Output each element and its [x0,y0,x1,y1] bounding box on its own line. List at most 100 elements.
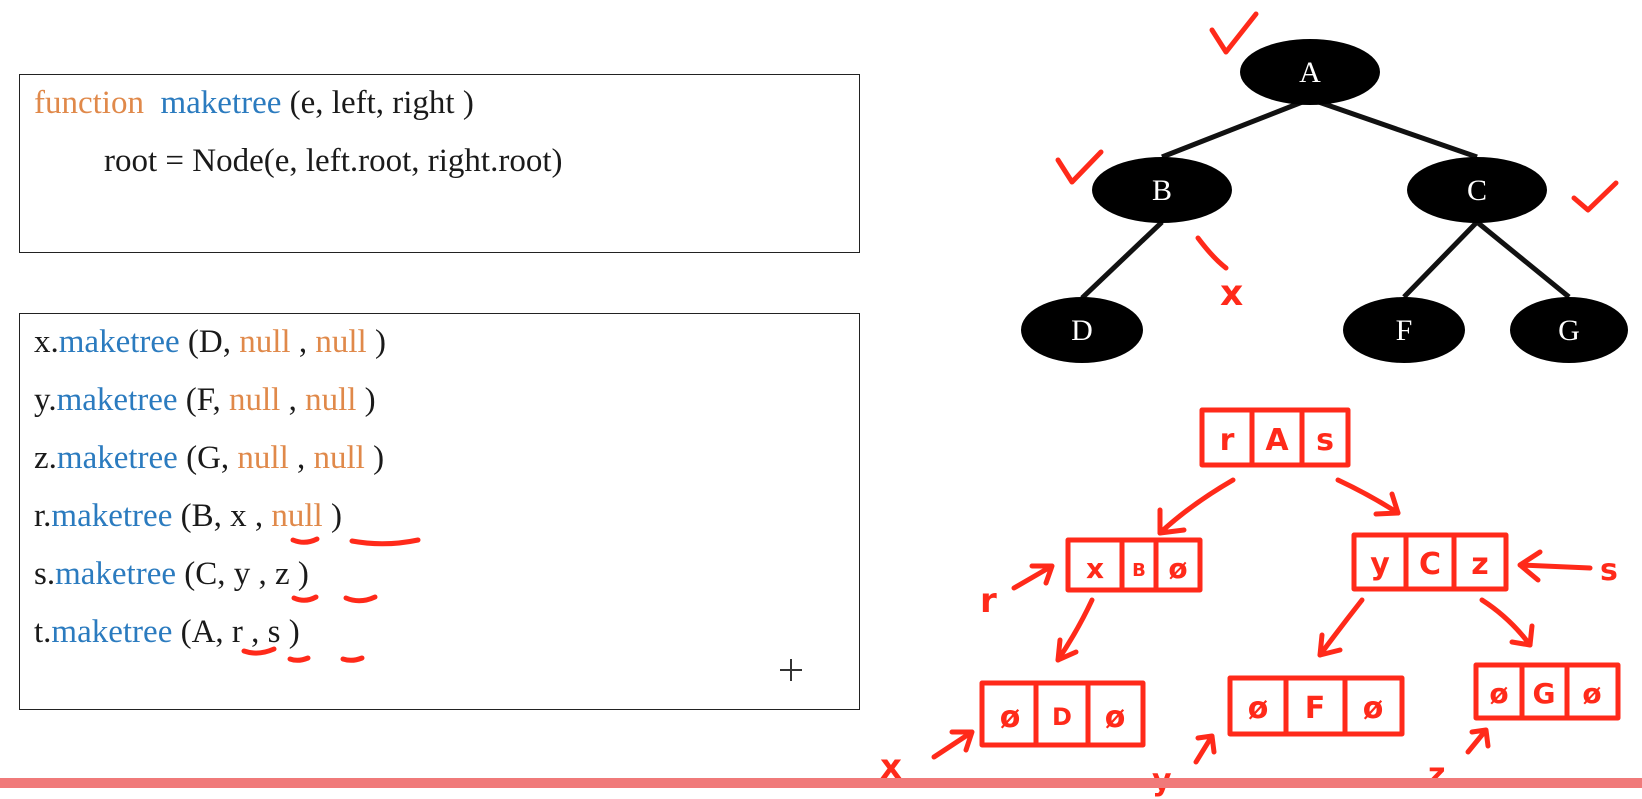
call-object: y. [34,382,57,418]
call-fn: maketree [58,324,180,360]
arrow-icon [1193,733,1217,765]
call-args: (C, y , z ) [176,556,309,592]
node-box-z [1473,662,1621,721]
call-close: ) [322,498,342,534]
call-sep: , [290,324,316,360]
tree-marks: x [1055,11,1619,314]
call-args: (B, x , [172,498,272,534]
tree-node-a-label: A [1299,56,1321,89]
arrow-icon [1479,597,1533,648]
tree-node-f-label: F [1396,314,1413,347]
tree-node-d [1021,297,1143,363]
underline-r [287,655,311,663]
call-null: null [305,382,357,418]
function-name: maketree [160,85,282,121]
call-line-z: z.maketree (G, null , null ) [34,438,384,478]
tree-node-c [1407,157,1547,223]
checkmark-icon [1209,11,1259,55]
crosshair-cursor-icon [780,659,802,681]
call-null: null [228,382,281,418]
call-fn: maketree [56,440,178,476]
tree-node-c-label: C [1467,174,1487,207]
cell-text: x [1086,552,1104,585]
node-box-x [979,680,1146,748]
call-object: x. [34,324,59,360]
bottom-progress-bar [0,778,1642,788]
arrowhead-icon [1509,623,1535,648]
call-line-r: r.maketree (B, x , null ) [34,496,342,536]
cross-mark-icon: x [1220,273,1243,314]
linked-node-diagram: r A s x B ø r y C z s [880,407,1621,798]
call-line-x: x.maketree (D, null , null ) [34,322,386,362]
code-underlines [241,536,421,663]
call-line-y: y.maketree (F, null , null ) [34,380,376,420]
call-args: (F, [177,382,229,418]
arrowhead-icon [1157,507,1187,536]
arrow-icon [931,729,975,760]
tree-node-d-label: D [1071,314,1093,347]
call-close: ) [366,324,386,360]
call-sep: , [288,440,314,476]
tree-node-b-label: B [1152,174,1172,207]
cell-text: ø [1168,552,1187,585]
calls-box: x.maketree (D, null , null ) y.maketree … [19,313,860,710]
cell-text: ø [1489,677,1508,710]
tree-node-g-label: G [1558,314,1580,347]
arrow-icon [1465,727,1491,755]
binary-tree: A B C D F G [1021,39,1628,363]
call-close: ) [356,382,376,418]
function-body: root = Node(e, left.root, right.root) [104,143,563,179]
edge-c-g [1475,220,1571,299]
cell-text: ø [1363,691,1384,726]
call-args: (A, r , s ) [172,614,300,650]
cell-text: F [1305,691,1326,726]
arrow-icon [1317,597,1365,658]
checkmark-icon [1571,180,1619,213]
call-args: (G, [177,440,238,476]
underline-z [343,594,378,604]
arrow-icon [1055,597,1095,663]
arrowhead-icon [1317,632,1343,658]
pointer-label-r: r [980,581,997,621]
edge-a-b [1161,96,1311,160]
arrow-icon [1011,563,1055,591]
call-line-s: s.maketree (C, y , z ) [34,554,309,594]
call-fn: maketree [51,498,173,534]
cell-text: B [1132,560,1146,581]
tree-node-a [1240,39,1380,105]
arrow-icon [1157,477,1236,536]
cell-text: z [1471,547,1488,582]
tree-node-f [1343,297,1465,363]
function-signature: function maketree (e, left, right ) [34,83,474,123]
cell-text: ø [1582,677,1601,710]
arrowhead-icon [1373,491,1401,517]
call-args: (D, [179,324,240,360]
underline-null [349,537,421,547]
arrowhead-icon [1055,637,1079,663]
call-sep: , [280,382,306,418]
function-definition-box: function maketree (e, left, right ) root… [19,74,860,253]
call-close: ) [364,440,385,476]
call-null: null [237,440,289,476]
node-box-r [1065,537,1203,593]
cell-text: ø [1105,700,1126,735]
call-fn: maketree [55,556,177,592]
node-box-s [1351,532,1509,592]
edge-a-c [1309,96,1478,160]
call-object: r. [34,498,52,534]
tree-node-b [1092,157,1232,223]
call-object: z. [34,440,57,476]
edge-b-d [1080,220,1164,300]
call-fn: maketree [51,614,173,650]
underline-s [340,655,365,663]
call-object: s. [34,556,56,592]
call-object: t. [34,614,52,650]
call-null: null [239,324,291,360]
underline-x [290,536,320,545]
cell-text: C [1419,547,1441,582]
checkmark-icon [1055,149,1104,185]
pointer-label-s: s [1600,553,1618,588]
cell-text: D [1052,703,1072,731]
node-box-root [1199,407,1351,468]
edge-c-f [1402,220,1479,299]
